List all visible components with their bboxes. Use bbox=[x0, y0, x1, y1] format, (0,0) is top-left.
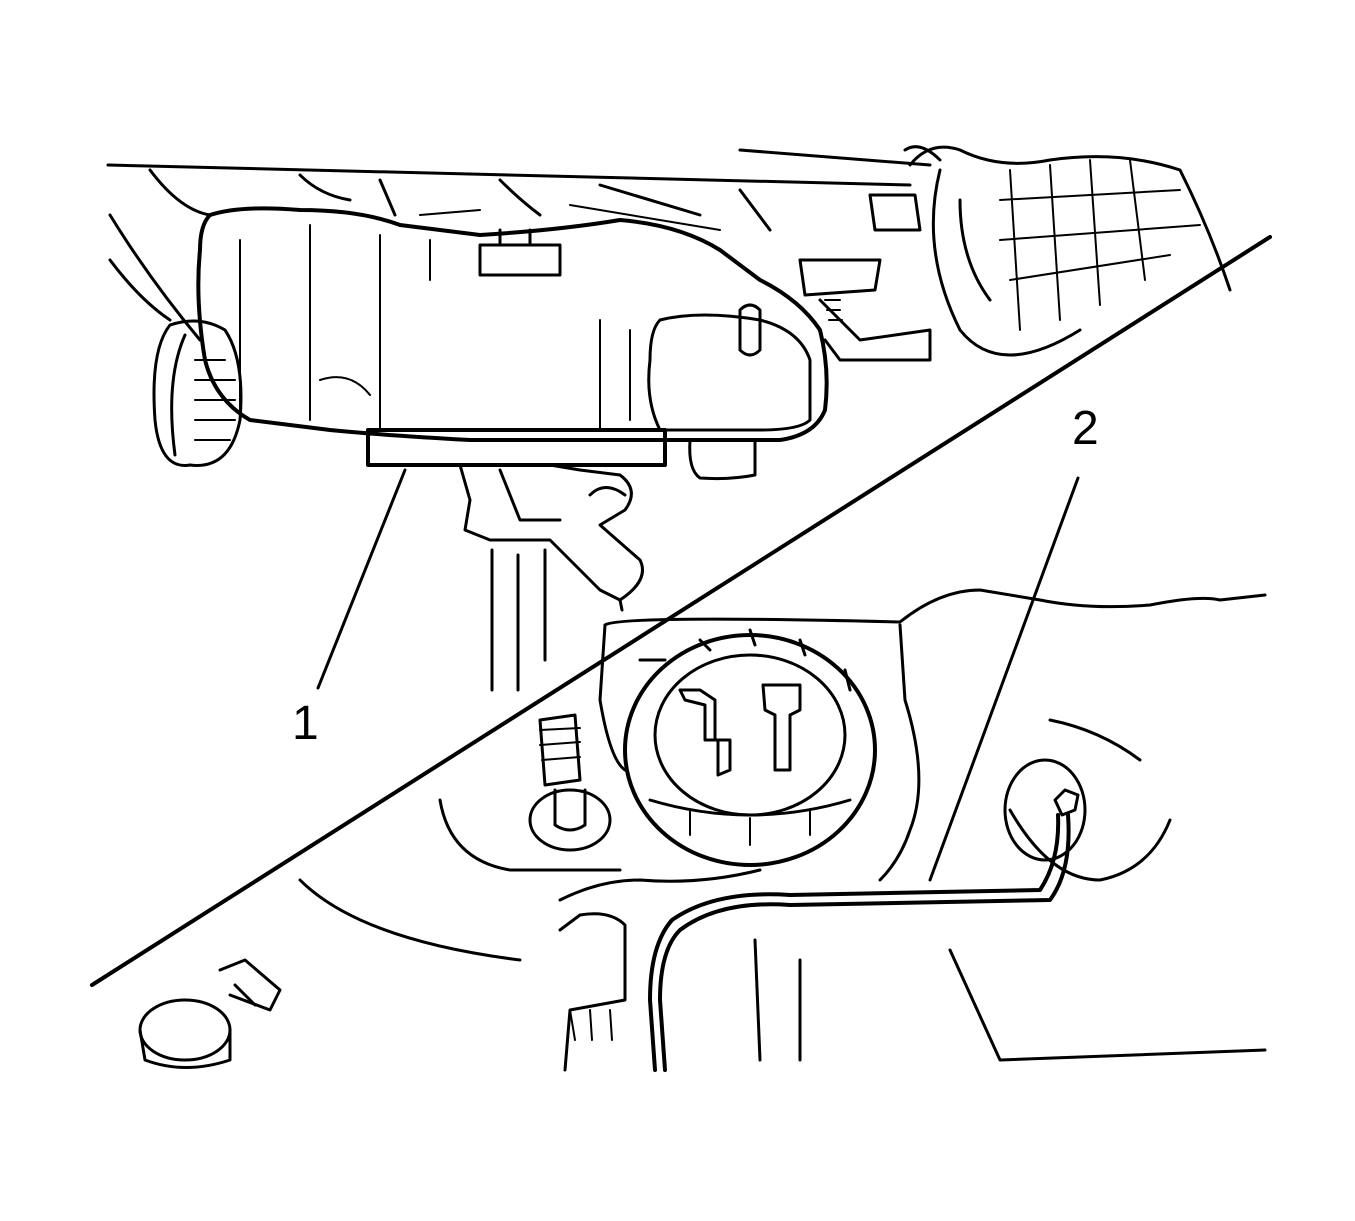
rear-tire-right bbox=[903, 145, 1232, 357]
callout-1-label: 1 bbox=[292, 697, 319, 750]
transmission-jack bbox=[458, 463, 644, 692]
fuel-pump-module bbox=[623, 628, 877, 867]
hose bbox=[648, 813, 1071, 1072]
underbody-view bbox=[106, 145, 1232, 692]
vent-port bbox=[1003, 758, 1087, 862]
tank-top-view bbox=[138, 476, 1267, 1072]
rear-tire-left bbox=[152, 319, 243, 467]
fuel-tank bbox=[196, 204, 829, 442]
callout-2-label: 2 bbox=[1072, 402, 1099, 455]
callout-2-leader bbox=[928, 476, 1080, 882]
tank-strap-bracket bbox=[798, 193, 932, 362]
callout-1-leader bbox=[316, 468, 407, 690]
divider-line bbox=[90, 235, 1272, 987]
front-tire bbox=[688, 438, 757, 481]
spring-fitting bbox=[528, 713, 612, 852]
jack-plate bbox=[366, 428, 667, 467]
hose-clamp bbox=[138, 958, 282, 1069]
lower-bracket bbox=[558, 718, 1267, 1072]
